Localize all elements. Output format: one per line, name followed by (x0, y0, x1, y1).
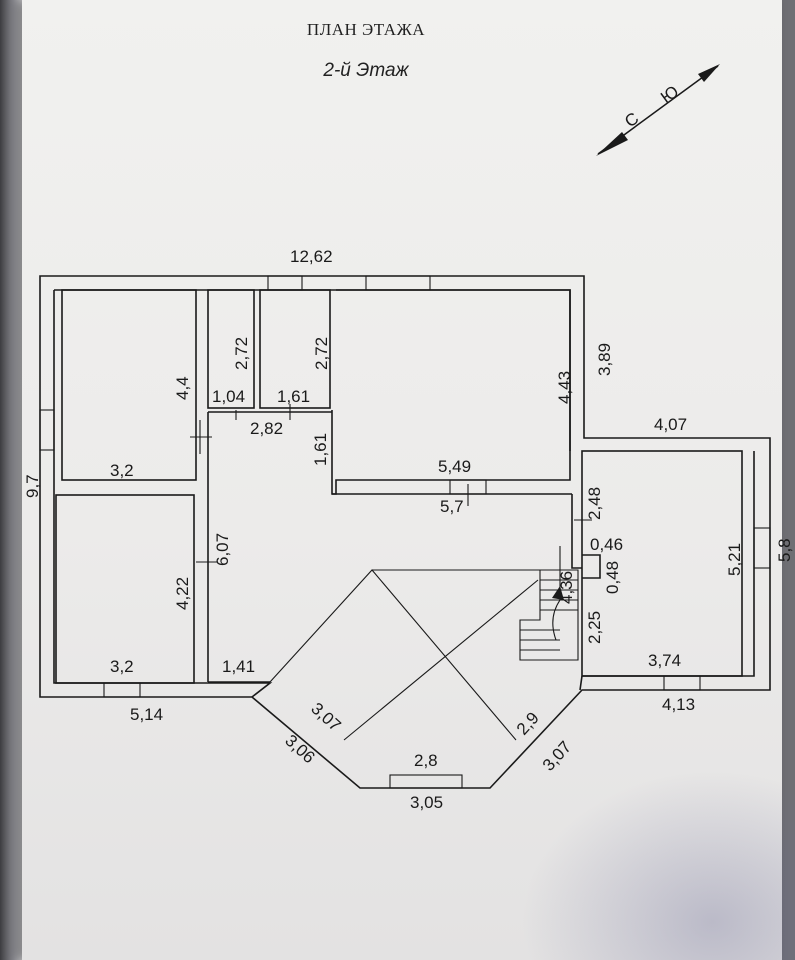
nook-wall (571, 494, 582, 569)
dim-right-height: 5,8 (775, 538, 794, 562)
dim-hall-width: 5,7 (440, 497, 464, 516)
dim-right-step: 4,07 (654, 415, 687, 434)
stair (519, 546, 579, 661)
dim-hall-top-width: 2,82 (250, 419, 283, 438)
window-right (753, 527, 771, 569)
dim-room-a-width: 3,2 (110, 461, 134, 480)
dim-room-b-width: 3,2 (110, 657, 134, 676)
dim-bottom-left: 5,14 (130, 705, 163, 724)
window-top-1 (267, 275, 303, 291)
dim-bottom-right: 4,13 (662, 695, 695, 714)
compass-south-letter: Ю (657, 82, 682, 107)
dim-stair-side: 2,25 (585, 611, 604, 644)
dim-bay-front-inner: 2,8 (414, 751, 438, 770)
bay-diagonals (269, 569, 540, 741)
compass-north-letter: С (621, 109, 642, 132)
dim-room-a-height: 4,4 (173, 376, 192, 400)
dim-nook-height: 0,48 (603, 561, 622, 594)
dim-hall-side: 1,61 (311, 433, 330, 466)
dim-door-side: 2,48 (585, 487, 604, 520)
room-d (581, 450, 743, 677)
dim-bay-right-inner: 2,9 (513, 708, 543, 738)
dim-closet2-width: 1,61 (277, 387, 310, 406)
window-bay (389, 774, 463, 789)
dim-closet1-height: 2,72 (232, 337, 251, 370)
compass-arrow-icon: С Ю (596, 64, 720, 156)
window-bottom-left (103, 682, 141, 698)
binder-edge (0, 0, 22, 960)
floor-subtitle: 2-й Этаж (323, 60, 409, 81)
dim-hall-bottom: 1,41 (222, 657, 255, 676)
dim-nook-width: 0,46 (590, 535, 623, 554)
dim-bay-right-outer: 3,07 (539, 737, 575, 774)
dim-room-c-height: 4,43 (555, 371, 574, 404)
dim-closet1-width: 1,04 (212, 387, 245, 406)
dim-hall-left: 6,07 (213, 533, 232, 566)
dim-right-upper: 3,89 (595, 343, 614, 376)
door-marks (190, 404, 592, 563)
dim-room-d-width: 3,74 (648, 651, 681, 670)
window-left (39, 409, 55, 451)
dim-bay-front-outer: 3,05 (410, 793, 443, 812)
dim-room-c-width: 5,49 (438, 457, 471, 476)
dim-stair-height: 4,36 (557, 571, 576, 604)
lighting-shadow (520, 770, 795, 960)
dim-top-width: 12,62 (290, 247, 333, 266)
dim-room-b-height: 4,22 (173, 577, 192, 610)
dim-bay-left-outer: 3,06 (281, 731, 318, 767)
dim-left-height: 9,7 (23, 474, 42, 498)
dim-closet2-height: 2,72 (312, 337, 331, 370)
closet-1 (207, 289, 255, 409)
outer-wall (39, 275, 771, 789)
window-top-2 (365, 275, 431, 291)
dim-room-d-height: 5,21 (725, 543, 744, 576)
dim-bay-left-inner: 3,07 (307, 699, 344, 735)
room-a (61, 289, 197, 481)
window-bottom-right (663, 675, 701, 691)
plan-title: ПЛАН ЭТАЖА (306, 20, 426, 39)
